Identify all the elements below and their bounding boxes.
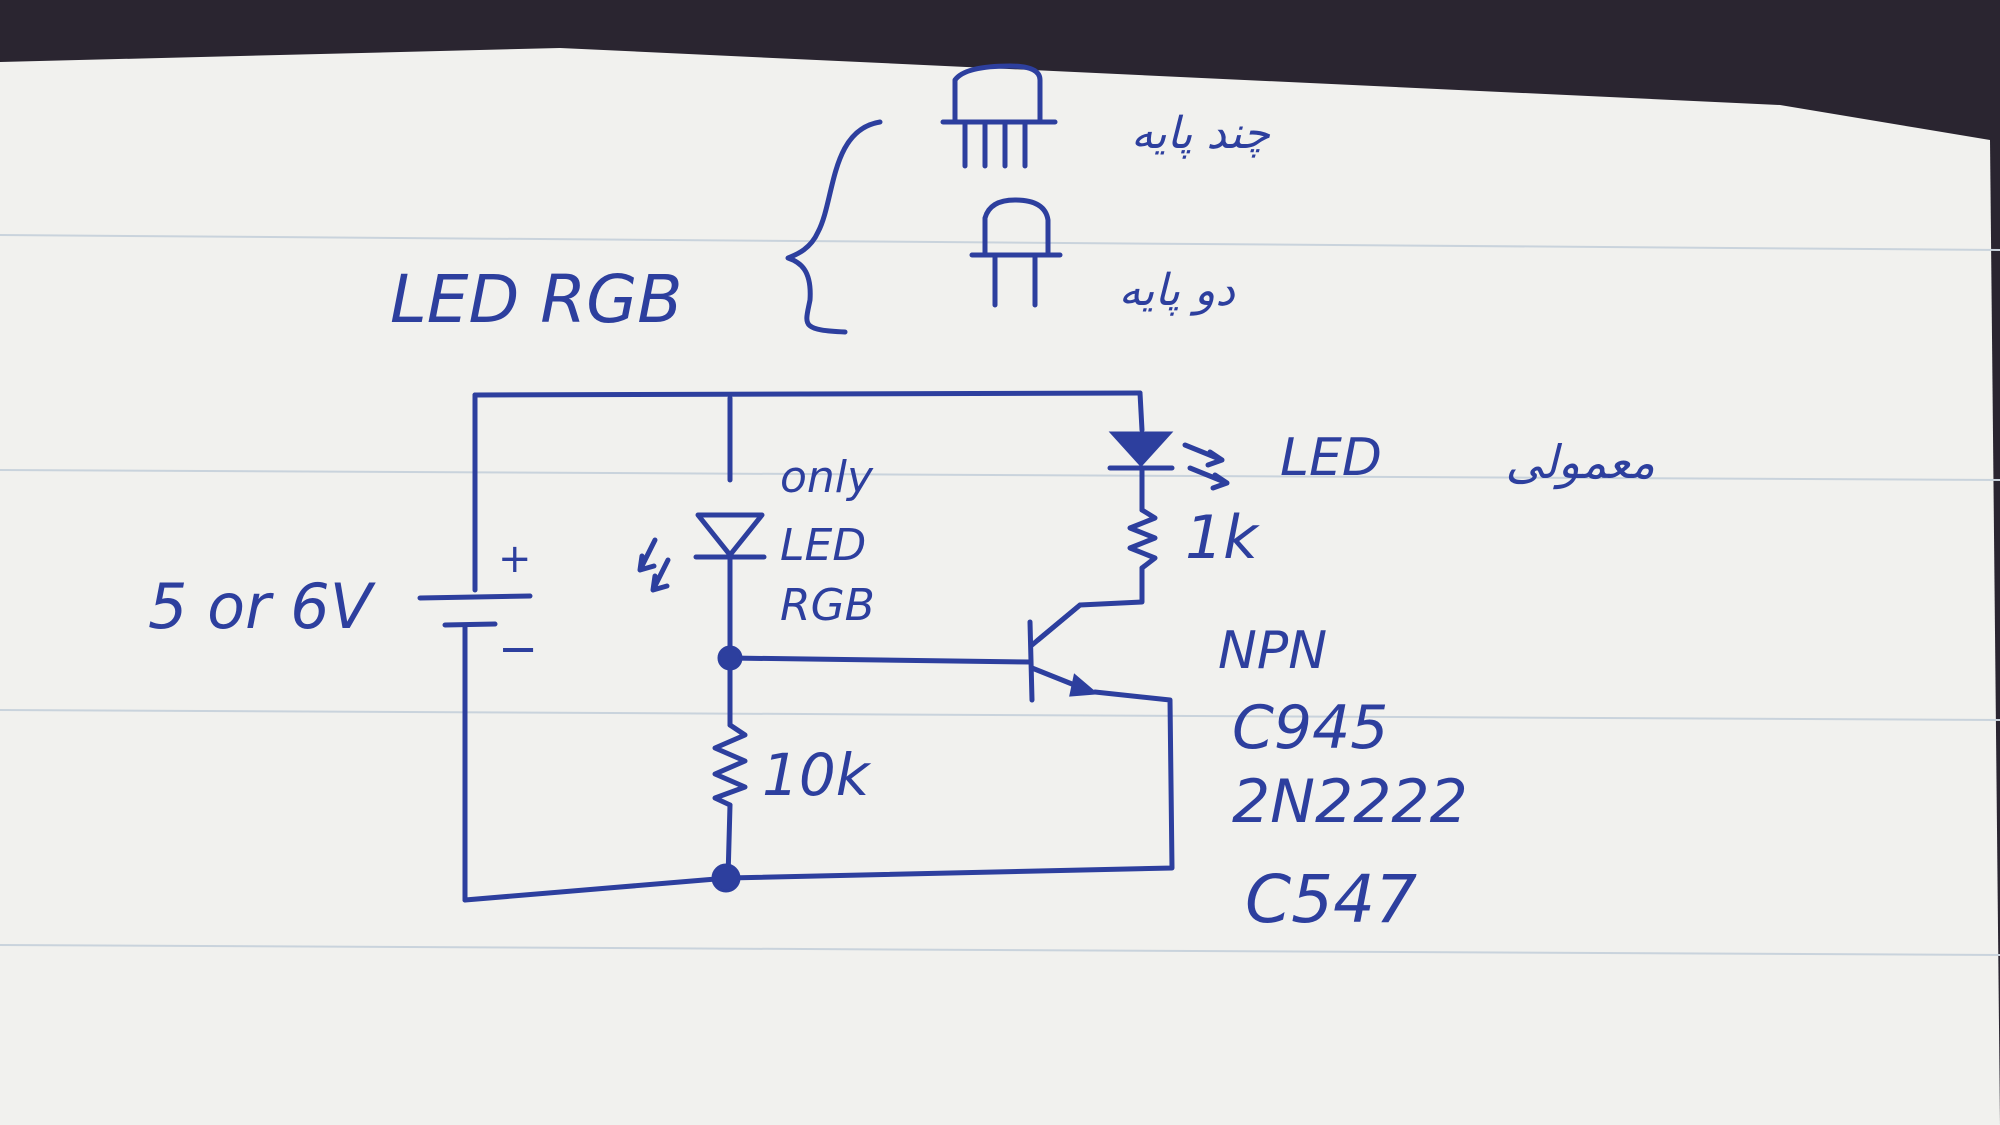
heading-led-rgb: LED RGB	[390, 261, 683, 338]
supply-voltage-label: 5 or 6V	[148, 570, 377, 643]
label-two-pin: دو پایه	[1119, 265, 1236, 316]
standard-led-icon	[1107, 431, 1230, 491]
multi-pin-led-icon	[940, 63, 1058, 169]
transistor-type-label: NPN	[1218, 621, 1327, 681]
transistor-part-c945: C945	[1232, 693, 1388, 763]
rgb-led-diode-icon	[637, 512, 767, 593]
standard-led-note: معمولی	[1505, 435, 1655, 490]
resistor-1k-label: 1k	[1185, 503, 1260, 573]
resistor-1k-icon	[1127, 507, 1158, 571]
battery-plus: +	[498, 536, 532, 582]
paper-sheet	[0, 48, 2000, 1125]
curly-brace	[785, 119, 883, 335]
circuit-wires	[462, 390, 1175, 903]
transistor-part-2n2222: 2N2222	[1232, 767, 1468, 837]
junction-ground	[711, 863, 741, 893]
rgb-note-line1: only	[780, 452, 874, 503]
rgb-note-line2: LED	[780, 520, 866, 571]
battery-symbol	[417, 593, 533, 628]
junction-base	[717, 645, 743, 671]
two-pin-led-icon	[969, 197, 1063, 308]
transistor-part-c547: C547	[1245, 861, 1417, 938]
npn-transistor-icon	[1027, 602, 1099, 703]
battery-minus: −	[498, 621, 538, 677]
label-multi-pin: چند پایه	[1131, 108, 1271, 159]
resistor-10k-label: 10k	[762, 741, 872, 809]
resistor-10k-icon	[712, 722, 748, 808]
rgb-note-line3: RGB	[780, 580, 875, 631]
standard-led-label: LED	[1280, 428, 1382, 488]
ruled-lines	[0, 234, 2000, 956]
